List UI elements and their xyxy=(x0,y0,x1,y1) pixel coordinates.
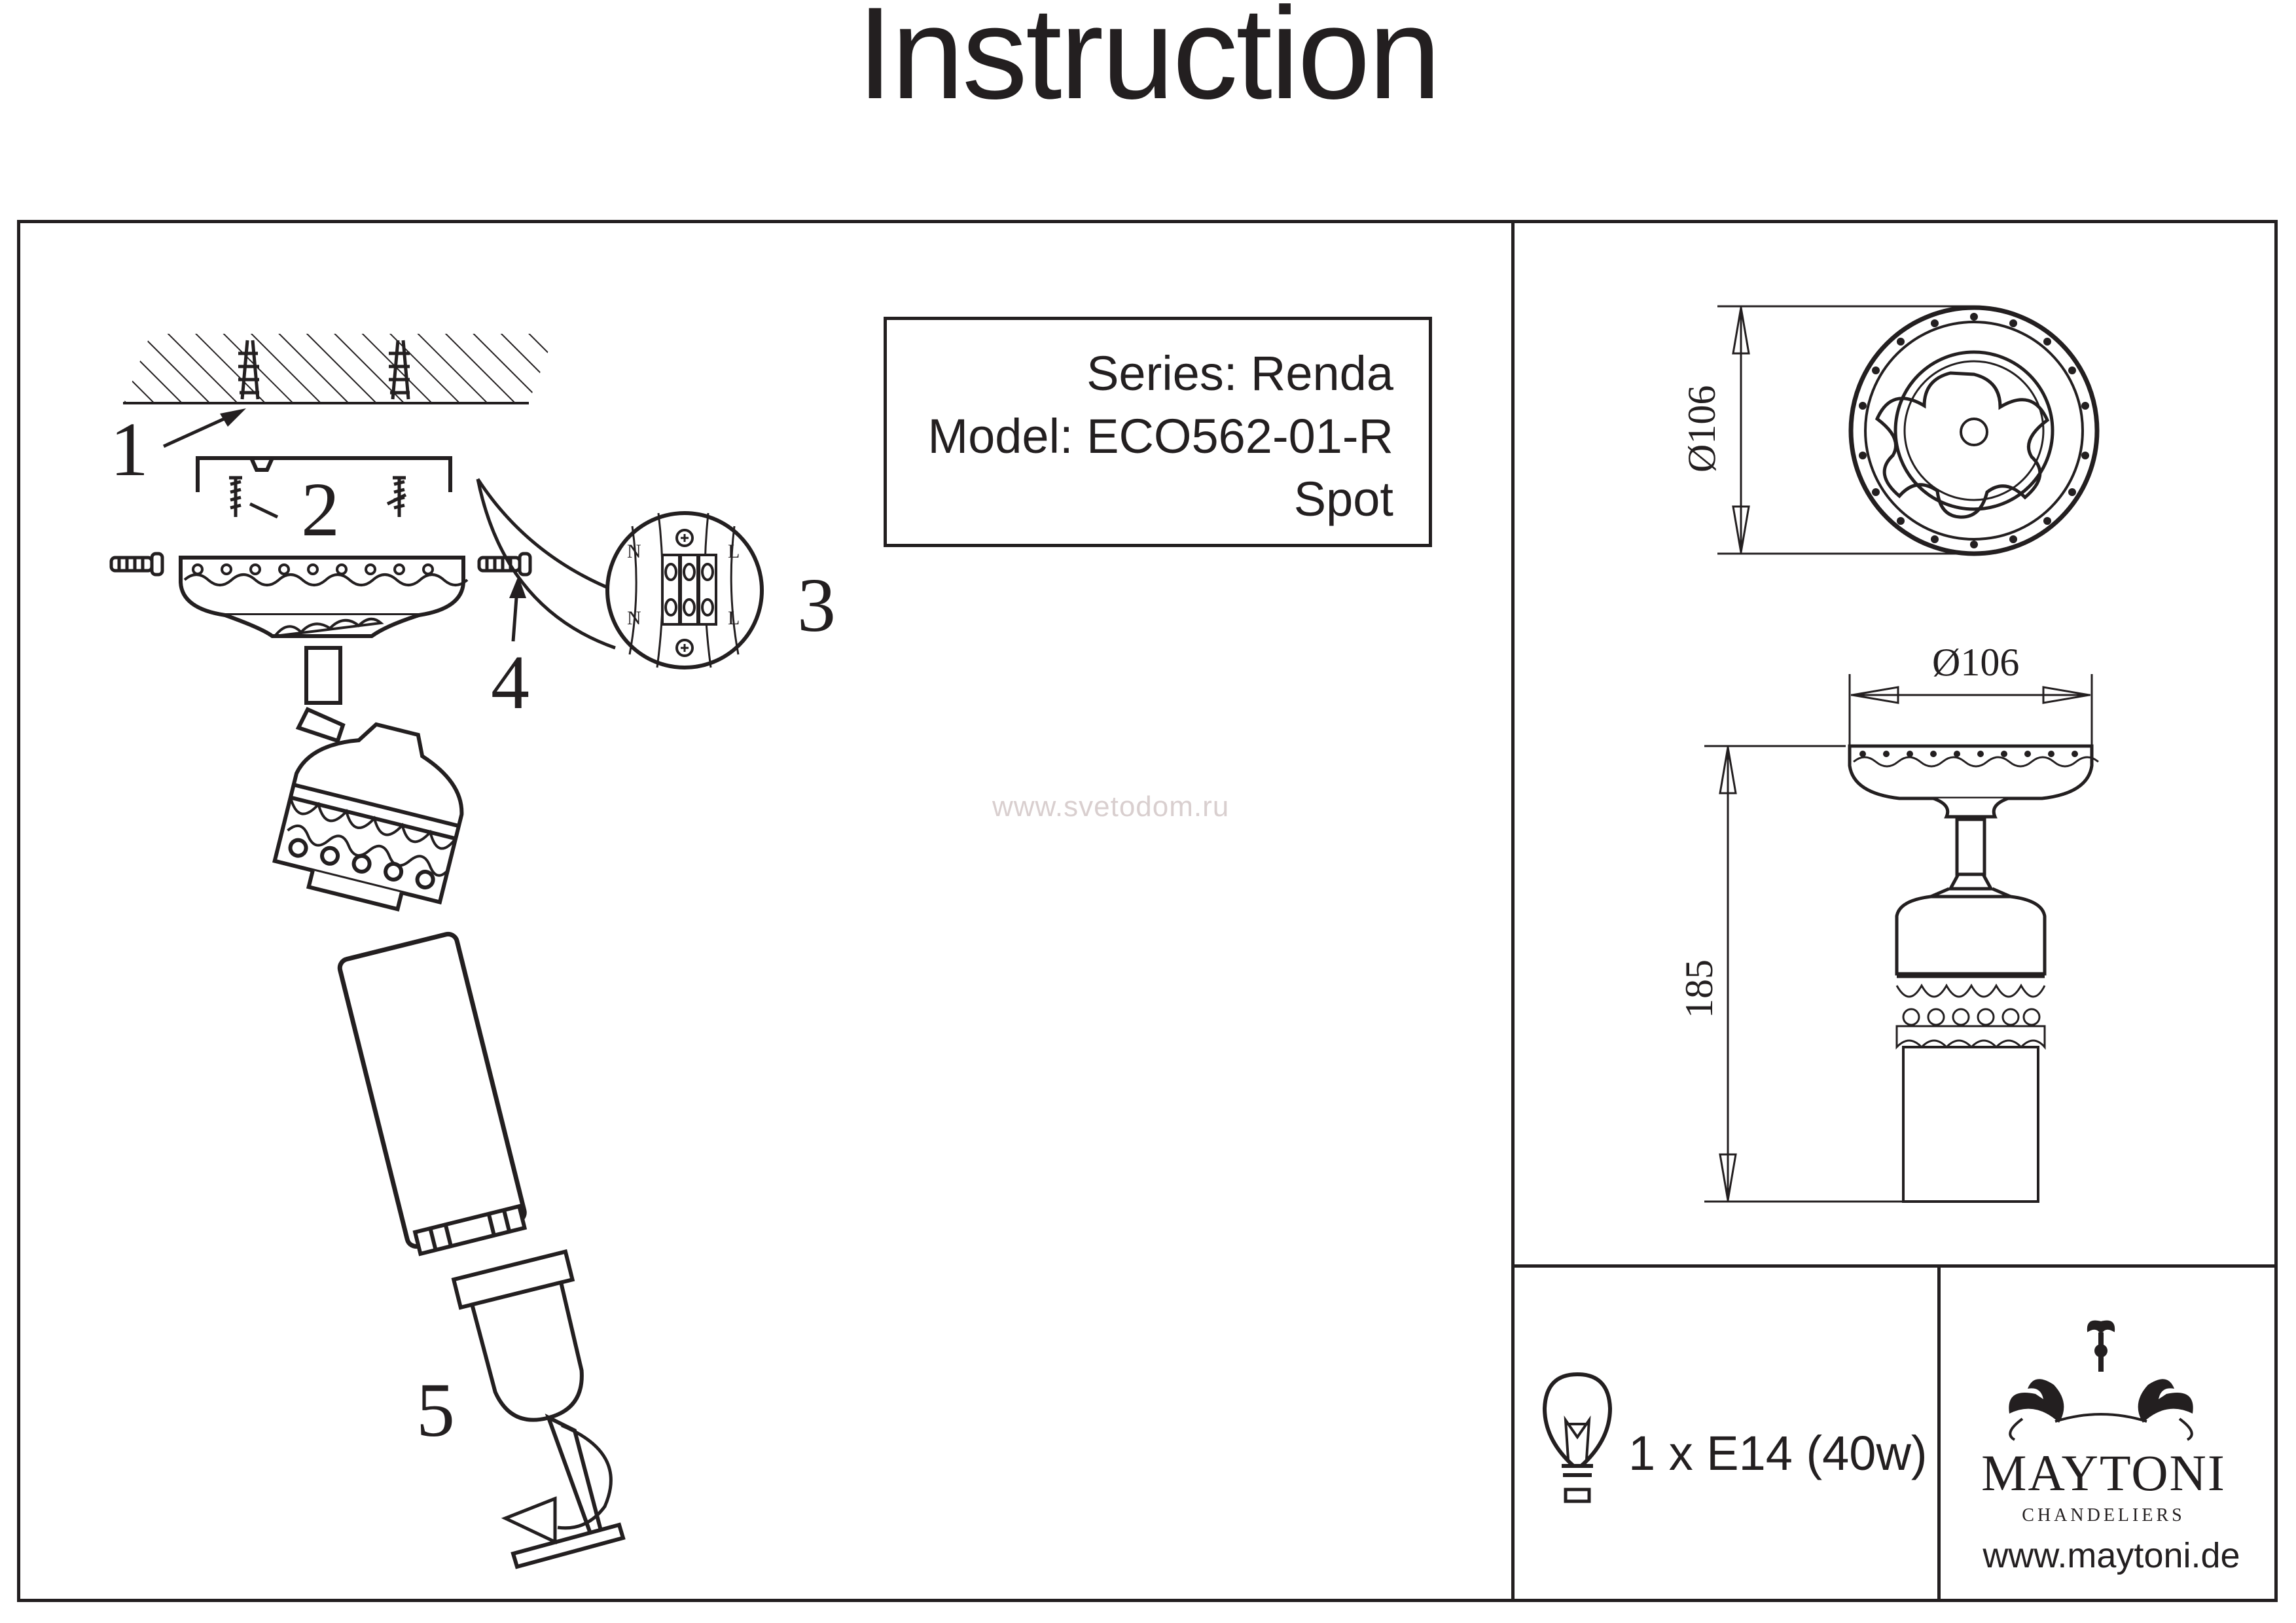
step-2-label: 2 xyxy=(301,467,340,552)
side-view-lamp xyxy=(1848,744,2099,1203)
footer-split xyxy=(1937,1266,1941,1601)
ceiling xyxy=(123,334,555,404)
step-1-label: 1 xyxy=(110,406,149,492)
step-4-label: 4 xyxy=(491,639,529,725)
wire-n-bottom: N xyxy=(627,607,641,629)
type-label: Spot xyxy=(1293,472,1393,526)
canopy-dots xyxy=(192,563,434,575)
retaining-ring xyxy=(412,1204,528,1257)
decorative-shade xyxy=(272,722,464,912)
side-diameter-label: Ø106 xyxy=(1932,641,2019,684)
wire-l-top: L xyxy=(728,541,740,562)
page-title: Instruction xyxy=(857,0,1441,126)
side-width-dimension xyxy=(1848,674,2093,746)
height-label: 185 xyxy=(1677,959,1721,1018)
side-screw-icon xyxy=(109,552,532,577)
footer-divider xyxy=(1513,1264,2276,1268)
light-bulb-icon xyxy=(1542,1372,1613,1503)
mounting-bracket xyxy=(196,456,452,492)
lamp-socket xyxy=(451,1249,584,1422)
screwdriver-icon xyxy=(501,1413,626,1569)
side-view-dots xyxy=(1859,751,2078,757)
series-label: Series: Renda xyxy=(1086,346,1393,401)
bulb-spec: 1 x E14 (40w) xyxy=(1628,1426,1928,1480)
wire-l-bottom: L xyxy=(728,607,740,629)
top-diameter-label: Ø106 xyxy=(1680,385,1723,473)
lamp-stem xyxy=(295,646,346,743)
brand-name: MAYTONI xyxy=(1981,1444,2226,1501)
step-5-label: 5 xyxy=(416,1367,455,1453)
height-dimension xyxy=(1704,745,1911,1203)
screw-icon xyxy=(229,476,407,519)
wall-anchor-icon xyxy=(238,340,410,400)
step4-arrow xyxy=(509,576,526,642)
top-dimension-line xyxy=(1717,305,1974,555)
instruction-frame xyxy=(17,220,2278,1602)
top-view-dots xyxy=(1859,313,2089,548)
wire-n-top: N xyxy=(627,541,641,562)
product-info-box: Series: Renda Model: ECO562-01-R Spot xyxy=(884,317,1432,547)
brand-website-link[interactable]: www.maytoni.de xyxy=(1982,1536,2240,1575)
model-label: Model: ECO562-01-R xyxy=(927,409,1393,463)
side-view-lace xyxy=(1902,1008,2041,1026)
top-view xyxy=(1848,305,2100,556)
brand-subtitle: CHANDELIERS xyxy=(2022,1505,2185,1525)
panel-divider xyxy=(1511,221,1515,1601)
watermark: www.svetodom.ru xyxy=(992,791,1230,823)
maytoni-logo-icon xyxy=(2009,1320,2193,1441)
step-3-label: 3 xyxy=(797,562,836,648)
step1-arrow xyxy=(162,408,246,448)
ground-symbol-icon xyxy=(681,534,689,652)
